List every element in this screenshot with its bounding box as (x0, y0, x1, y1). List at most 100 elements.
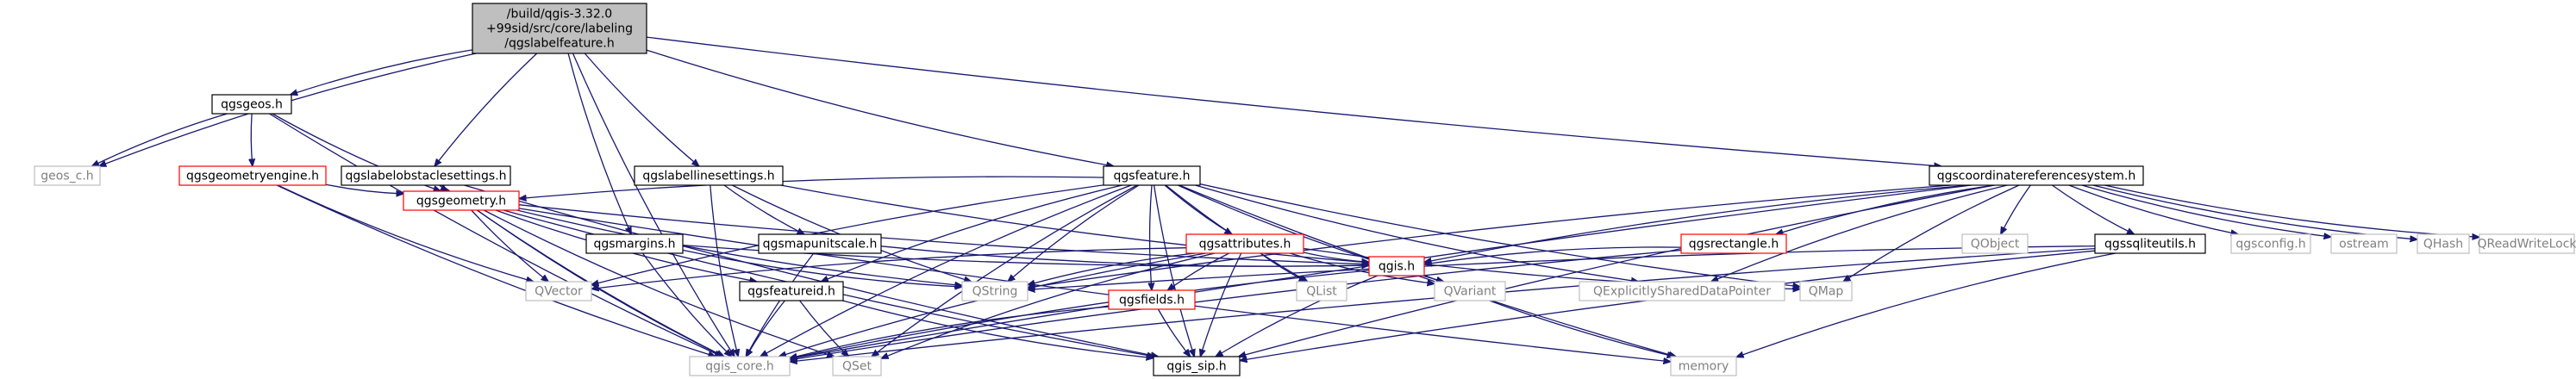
node-box-QVariant (1434, 281, 1506, 301)
node-label-root-line-0: /build/qgis-3.32.0 (507, 8, 612, 22)
node-qgssqliteutils[interactable]: qgssqliteutils.h (2094, 233, 2206, 254)
edge-qgscoordinatereferencesystem-to-QObject (2001, 184, 2031, 234)
edge-qgsfeature-to-qgis_core (760, 184, 1132, 357)
node-label-QVariant: QVariant (1444, 285, 1497, 299)
node-QMap: QMap (1799, 281, 1853, 301)
node-qgsconfig: qgsconfig.h (2230, 233, 2311, 254)
node-label-qgsconfig: qgsconfig.h (2235, 238, 2305, 252)
node-qgslabelobstaclesettings[interactable]: qgslabelobstaclesettings.h (341, 165, 511, 186)
edge-qgssqliteutils-to-memory (1736, 252, 2116, 357)
edge-qgsfeature-to-qgis_sip (1153, 184, 1195, 357)
edge-qgsattributes-to-qgsfields (1167, 252, 1229, 290)
node-box-qgsfields (1108, 289, 1196, 310)
node-label-qgscoordinatereferencesystem: qgscoordinatereferencesystem.h (1937, 170, 2136, 183)
edge-qgslabellinesettings-to-qgis (780, 184, 1369, 263)
node-label-qgslabelobstaclesettings: qgslabelobstaclesettings.h (345, 170, 506, 183)
node-qgsmapunitscale[interactable]: qgsmapunitscale.h (758, 233, 882, 254)
node-label-root-line-1: +99sid/src/core/labeling (486, 22, 633, 36)
edge-root-to-qgslabelobstaclesettings (435, 53, 538, 166)
node-qgscoordinatereferencesystem[interactable]: qgscoordinatereferencesystem.h (1929, 165, 2144, 186)
node-box-qgsattributes (1185, 233, 1304, 254)
node-qgsattributes[interactable]: qgsattributes.h (1185, 233, 1304, 254)
node-box-QVector (525, 281, 592, 301)
node-qgsgeos[interactable]: qgsgeos.h (211, 94, 292, 115)
node-ostream: ostream (2330, 233, 2398, 254)
edge-root-to-qgis_core (572, 53, 735, 357)
node-qgsfeatureid[interactable]: qgsfeatureid.h (739, 281, 844, 301)
edge-qgsgeometry-to-QString (516, 209, 962, 286)
edge-qgsgeometry-to-qgis (518, 204, 1369, 264)
edge-qgsfeatureid-to-qgis_sip (842, 300, 1154, 358)
edge-qgsgeometry-to-QVector (471, 209, 548, 282)
node-box-QString (961, 281, 1029, 301)
node-label-qgsgeometryengine: qgsgeometryengine.h (186, 170, 319, 183)
node-label-qgsfeature: qgsfeature.h (1114, 170, 1191, 183)
edge-root-to-qgsgeos (291, 49, 473, 95)
node-box-memory (1670, 356, 1737, 376)
edge-qgssqliteutils-to-QString (1028, 245, 2096, 290)
edge-qgsfeature-to-qgsfeatureid (821, 184, 1122, 282)
node-qgsrectangle[interactable]: qgsrectangle.h (1680, 233, 1787, 254)
node-box-QMap (1799, 281, 1853, 301)
node-memory: memory (1670, 356, 1737, 376)
edge-qgsattributes-to-QSet (881, 252, 1216, 358)
node-QSet: QSet (832, 356, 882, 376)
node-qgsfields[interactable]: qgsfields.h (1108, 289, 1196, 310)
edge-qgsrectangle-to-qgis (1424, 246, 1682, 264)
edge-qgsfeature-to-qgsgeometry (519, 176, 1104, 199)
node-label-qgsrectangle: qgsrectangle.h (1689, 238, 1779, 252)
edge-qgsfields-to-qgis_sip (1157, 308, 1190, 357)
edge-qgsmargins-to-QString (682, 249, 962, 287)
node-qgis[interactable]: qgis.h (1368, 256, 1425, 276)
node-label-qgis_sip: qgis_sip.h (1166, 360, 1226, 374)
edge-qgsattributes-to-qgis (1303, 252, 1369, 262)
nodes-layer: /build/qgis-3.32.0+99sid/src/core/labeli… (34, 3, 2576, 376)
node-box-QReadWriteLock (2479, 233, 2575, 254)
edge-qgsfeature-to-qgsfields (1150, 184, 1152, 290)
edge-qgscoordinatereferencesystem-to-qgis (1424, 184, 1970, 263)
edge-qgslabellinesettings-to-qgsmapunitscale (723, 184, 804, 234)
node-label-QList: QList (1306, 285, 1337, 299)
node-QList: QList (1296, 281, 1347, 301)
edge-qgsgeometryengine-to-QVector (277, 184, 534, 282)
node-box-qgsmapunitscale (758, 233, 882, 254)
edge-qgis-to-qgis_core (790, 270, 1370, 358)
edge-root-to-qgsfeature (646, 49, 1114, 166)
node-qgis_core: qgis_core.h (689, 356, 791, 376)
node-label-geos_c: geos_c.h (41, 170, 93, 183)
node-qgsmargins[interactable]: qgsmargins.h (585, 233, 684, 254)
node-qgsgeometry[interactable]: qgsgeometry.h (403, 190, 520, 211)
edge-qgsfeatureid-to-qgis_core (747, 300, 785, 357)
edge-qgscoordinatereferencesystem-to-ostream (2081, 184, 2331, 237)
edge-qgsgeos-to-geos_c (91, 113, 228, 166)
node-label-ostream: ostream (2339, 238, 2389, 252)
node-qgsgeometryengine[interactable]: qgsgeometryengine.h (178, 165, 327, 186)
node-box-qgsfeature (1103, 165, 1201, 186)
edge-qgsgeometry-to-qgis_core (477, 209, 724, 357)
node-QObject: QObject (1961, 233, 2029, 254)
node-label-QExplicitlySharedDataPointer: QExplicitlySharedDataPointer (1593, 285, 1771, 299)
node-label-qgslabellinesettings: qgslabellinesettings.h (642, 170, 774, 183)
node-box-qgsmargins (585, 233, 684, 254)
node-box-qgsrectangle (1680, 233, 1787, 254)
node-root[interactable]: /build/qgis-3.32.0+99sid/src/core/labeli… (472, 3, 647, 54)
node-box-qgscoordinatereferencesystem (1929, 165, 2144, 186)
node-qgsfeature[interactable]: qgsfeature.h (1103, 165, 1201, 186)
node-box-QExplicitlySharedDataPointer (1579, 281, 1785, 301)
node-geos_c: geos_c.h (34, 165, 101, 186)
node-label-qgsfeatureid: qgsfeatureid.h (747, 285, 835, 299)
node-box-QList (1296, 281, 1347, 301)
node-box-geos_c (34, 165, 101, 186)
edge-qgscoordinatereferencesystem-to-QString (1028, 184, 1951, 288)
node-qgslabellinesettings[interactable]: qgslabellinesettings.h (634, 165, 784, 186)
node-label-QReadWriteLock: QReadWriteLock (2477, 238, 2576, 252)
node-QString: QString (961, 281, 1029, 301)
node-qgis_sip[interactable]: qgis_sip.h (1153, 356, 1241, 376)
node-label-qgis: qgis.h (1379, 260, 1415, 274)
node-label-qgsattributes: qgsattributes.h (1199, 238, 1291, 252)
node-label-root-line-2: /qgslabelfeature.h (504, 37, 615, 51)
edge-qgslabellinesettings-to-qgis_core (710, 184, 738, 357)
node-label-qgsmargins: qgsmargins.h (593, 238, 675, 252)
edge-qgscoordinatereferencesystem-to-qgis_sip (1239, 184, 1995, 357)
